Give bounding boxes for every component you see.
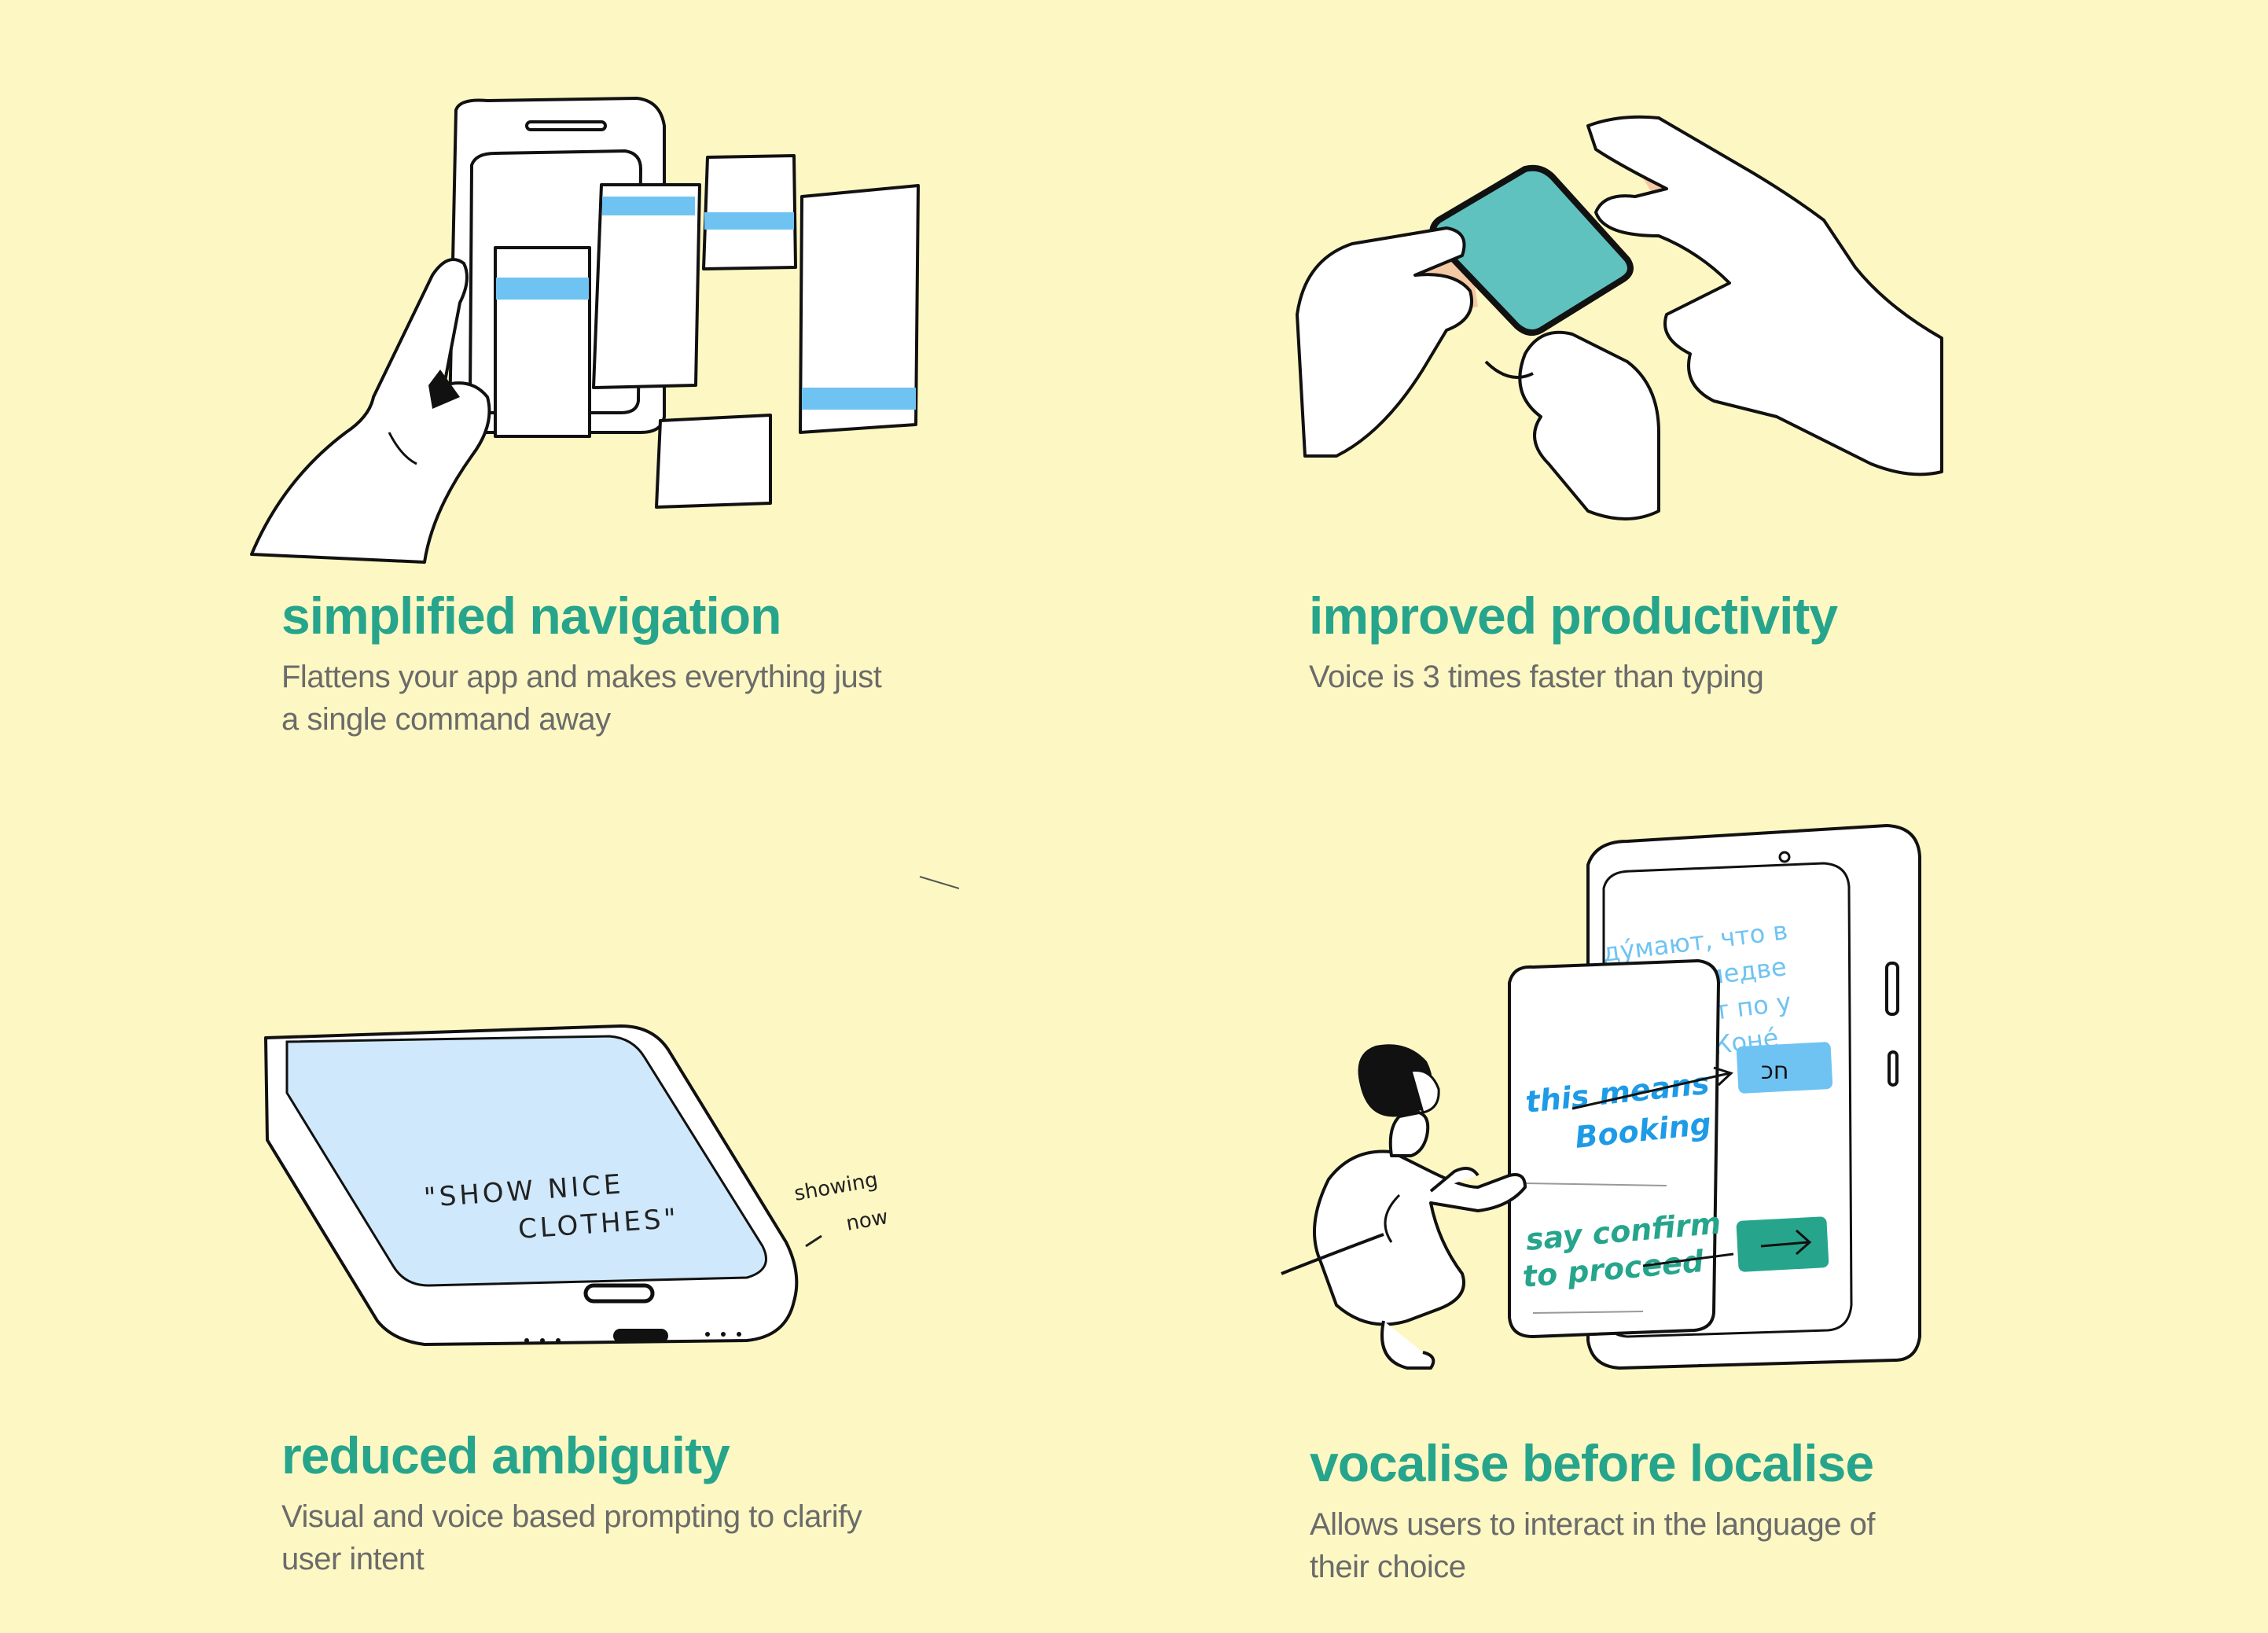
handwritten-note-line-1: showing — [792, 1168, 880, 1206]
card-description: Voice is 3 times faster than typing — [1309, 660, 1764, 694]
card-description: Flattens your app and makes everything j… — [281, 660, 882, 737]
navigation-illustration — [250, 97, 920, 564]
card-improved-productivity: improved productivity Voice is 3 times f… — [1309, 590, 2016, 698]
card-reduced-ambiguity: reduced ambiguity Visual and voice based… — [281, 1429, 989, 1580]
hebrew-button-label: חכ — [1761, 1057, 1788, 1085]
card-title: simplified navigation — [281, 587, 781, 645]
card-title: vocalise before localise — [1310, 1434, 1874, 1492]
card-title: reduced ambiguity — [281, 1426, 730, 1484]
card-description: Visual and voice based prompting to clar… — [281, 1499, 862, 1576]
handwritten-note-line-2: now — [844, 1205, 890, 1236]
card-description: Allows users to interact in the language… — [1310, 1507, 1875, 1584]
card-title: improved productivity — [1309, 587, 1838, 645]
localise-illustration: дýмают, что в России медве ди хóдят по у… — [1281, 824, 1921, 1370]
ambiguity-illustration: "SHOW NICE CLOTHES" showing now — [264, 876, 959, 1346]
productivity-illustration — [1296, 115, 1943, 520]
card-simplified-navigation: simplified navigation Flattens your app … — [281, 590, 989, 741]
card-vocalise-before-localise: vocalise before localise Allows users to… — [1310, 1437, 2017, 1588]
